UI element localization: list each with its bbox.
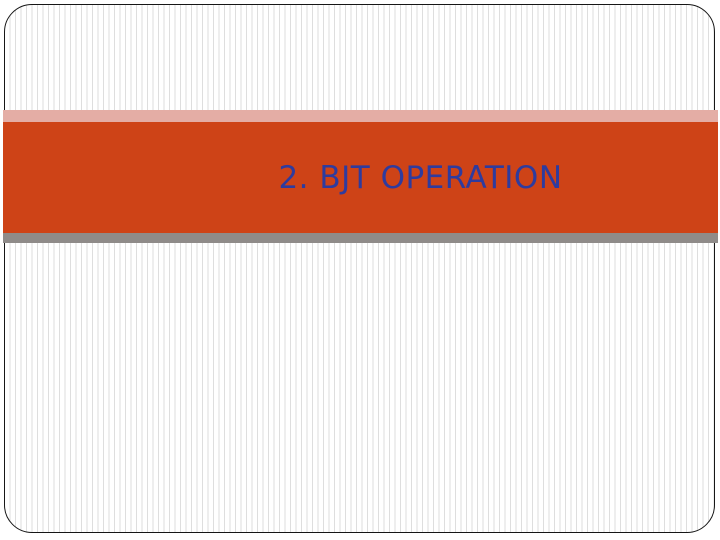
slide-title: 2. BJT OPERATION xyxy=(278,159,563,196)
banner-main: 2. BJT OPERATION xyxy=(3,122,718,233)
banner-top-accent xyxy=(3,110,718,122)
slide-canvas xyxy=(4,4,715,533)
title-banner: 2. BJT OPERATION xyxy=(3,110,718,243)
banner-bottom-accent xyxy=(3,233,718,243)
